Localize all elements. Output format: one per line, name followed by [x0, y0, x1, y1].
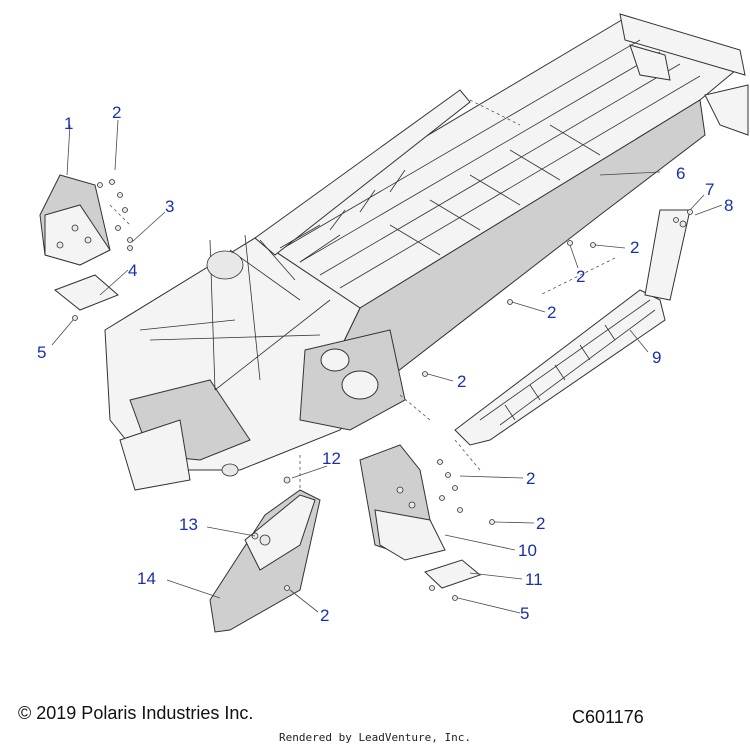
callout-1: 1 — [64, 114, 73, 133]
chassis-frame — [104, 13, 749, 491]
bolts-cluster-left — [72, 179, 133, 321]
assembly-lines — [109, 99, 616, 490]
callout-2: 2 — [457, 372, 466, 391]
callout-10: 10 — [518, 541, 537, 560]
callout-13: 13 — [179, 515, 198, 534]
callout-5: 5 — [520, 604, 529, 623]
callout-2: 2 — [630, 238, 639, 257]
callout-6: 6 — [676, 164, 685, 183]
callout-11: 11 — [525, 570, 543, 589]
part-14-side-panel — [209, 489, 321, 633]
callout-14: 14 — [137, 569, 156, 588]
callout-2: 2 — [320, 606, 329, 625]
rendered-by-text: Rendered by LeadVenture, Inc. — [278, 731, 472, 744]
part-10-bracket — [359, 444, 446, 561]
callout-2: 2 — [526, 469, 535, 488]
bolts-cluster-center — [429, 459, 495, 601]
part-11-plate — [424, 559, 482, 589]
callout-12: 12 — [322, 449, 341, 468]
callout-2: 2 — [112, 103, 121, 122]
callout-4: 4 — [128, 261, 137, 280]
callout-7: 7 — [705, 180, 714, 199]
callout-labels: 1 2 3 4 5 6 7 8 2 2 2 9 2 12 2 2 13 10 1… — [37, 103, 733, 625]
callout-2: 2 — [536, 514, 545, 533]
diagram-code: C601176 — [572, 707, 644, 727]
leader-lines — [51, 119, 723, 614]
callout-3: 3 — [165, 197, 174, 216]
part-4-plate — [54, 274, 119, 311]
callout-2: 2 — [576, 267, 585, 286]
callout-9: 9 — [652, 348, 661, 367]
part-1-bracket — [39, 174, 111, 266]
part-9-running-board — [454, 209, 691, 446]
callout-5: 5 — [37, 343, 46, 362]
copyright-text: © 2019 Polaris Industries Inc. — [18, 703, 254, 723]
callout-8: 8 — [724, 196, 733, 215]
callout-2: 2 — [547, 303, 556, 322]
